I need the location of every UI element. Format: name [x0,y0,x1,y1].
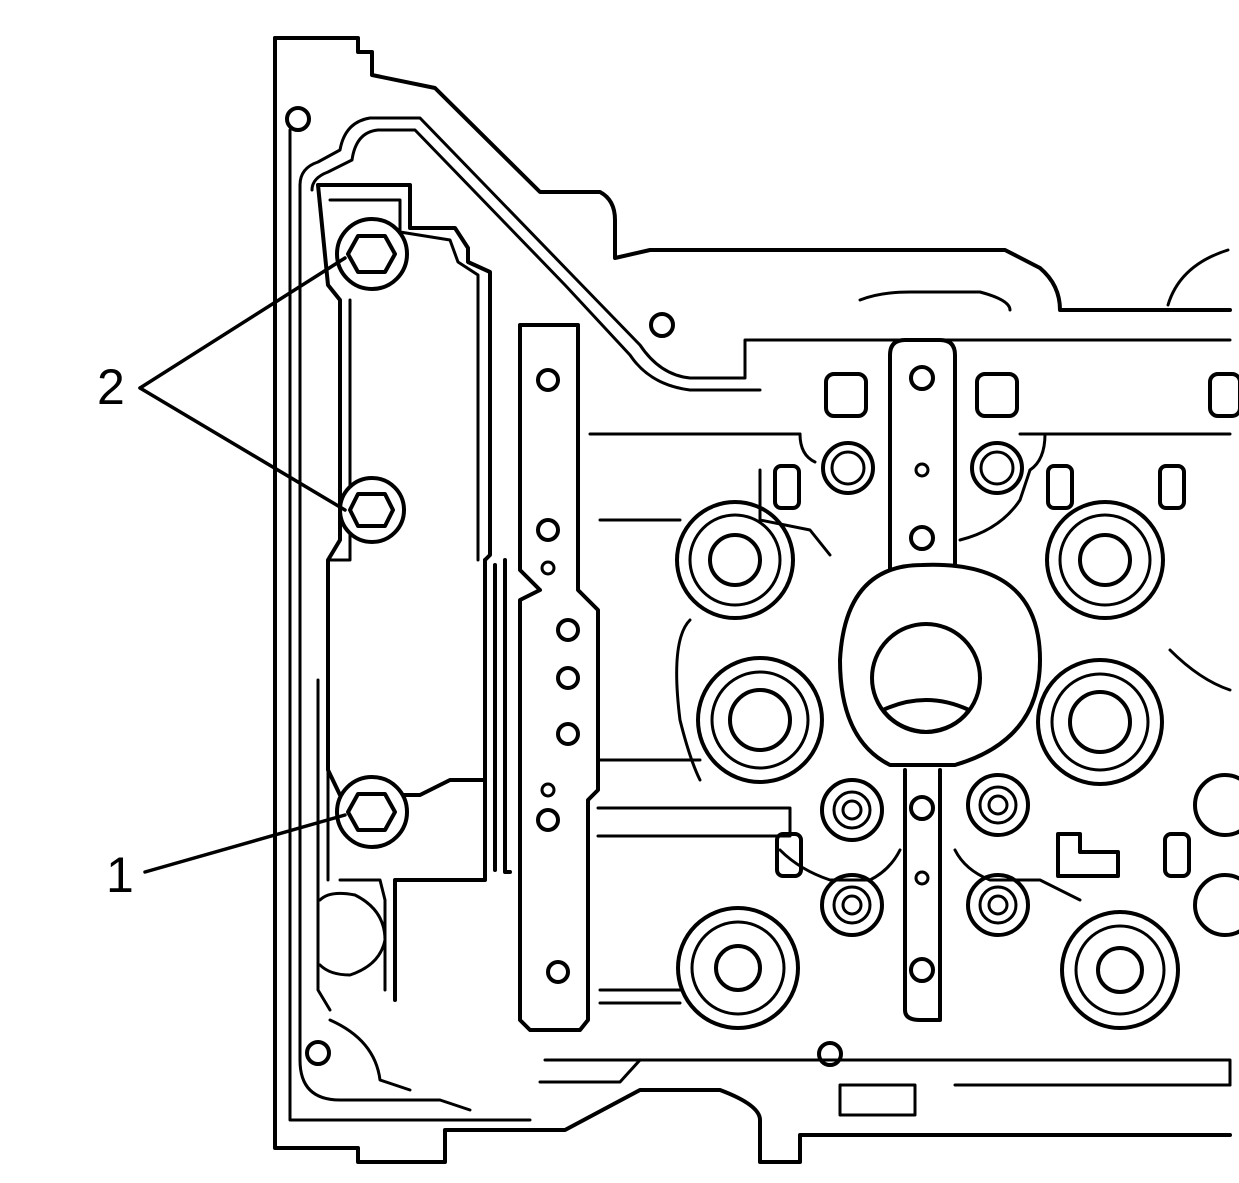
callout-1-leader [143,813,347,874]
callout-1-label: 1 [106,847,134,903]
callout-1: 1 [106,813,347,903]
valve-spring-2 [696,656,824,784]
mounting-holes [285,106,843,1067]
vertical-bracket [518,323,600,1032]
lash-adjusters [820,441,1239,937]
valve-spring-1 [675,500,795,620]
horizontal-rails [538,432,1232,1117]
bearing-saddles [675,248,1232,902]
cylinder-head-housing [273,36,1232,1164]
callout-2-leader-upper [138,256,347,390]
callout-2-label: 2 [97,359,125,415]
center-strap [888,338,957,1022]
callout-2-leader-lower [138,386,347,512]
channel-lines [316,558,512,1092]
spark-plug-tube [838,562,1042,767]
valve-spring-4 [1036,658,1164,786]
rectangular-slots [773,372,1239,878]
valve-spring-5 [676,906,800,1030]
bolt-middle [338,476,406,544]
valve-spring-3 [1045,500,1165,620]
callout-2: 2 [97,256,347,512]
bolt-upper [335,217,409,291]
valve-spring-6 [1060,910,1180,1030]
bolt-lower [335,775,409,849]
